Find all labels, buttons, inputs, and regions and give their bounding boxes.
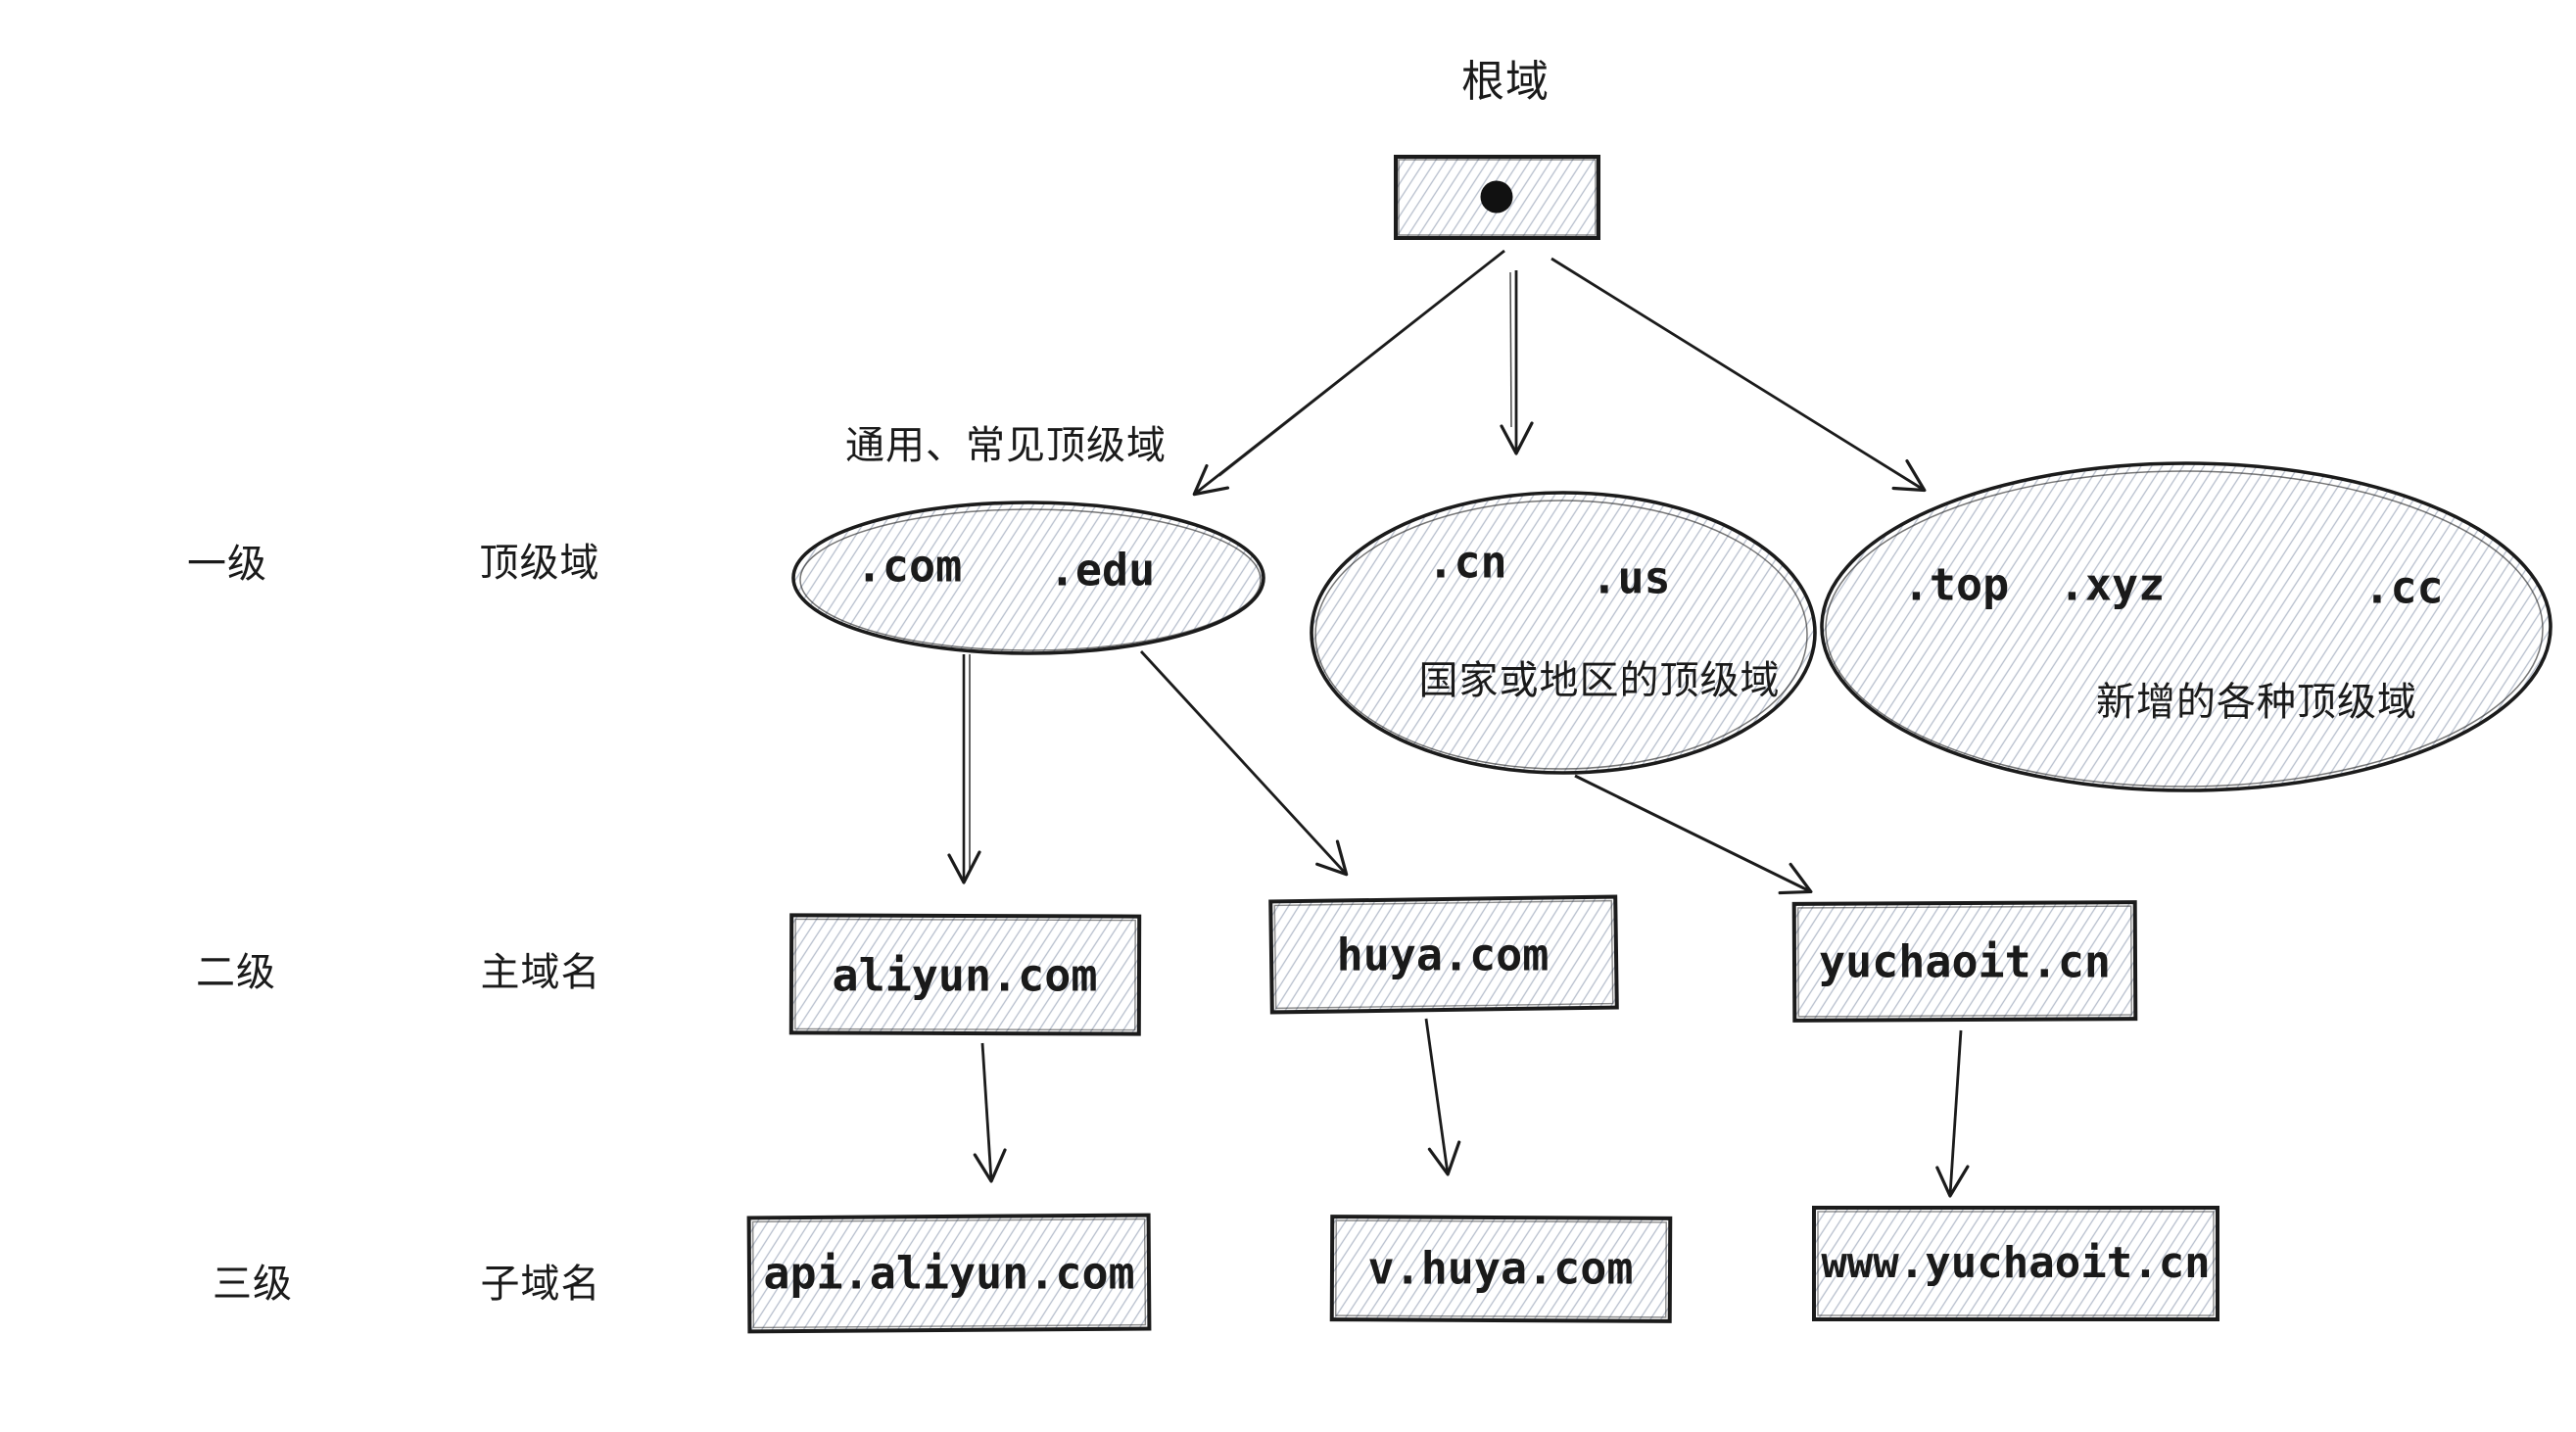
box-www-yuchaoit [1812,1206,2219,1321]
root-domain-node [1394,155,1600,240]
arrow-aliyun-to-api [973,1042,1007,1183]
main-domain-huya-label: huya.com [1336,929,1550,981]
root-dot-icon [1480,180,1513,214]
arrow-root-to-country-tld-sketch-pass [1509,271,1512,428]
row-label-category-2: 主域名 [480,951,601,994]
row-label-level-1: 一级 [187,543,267,586]
box-api-aliyun [746,1213,1152,1334]
arrow-generic-tld-to-huya [1139,650,1349,877]
box-huya [1268,894,1619,1015]
new-tld-caption: 新增的各种顶级域 [2096,681,2417,724]
ellipse-country-tld [1310,491,1817,775]
tld-com-label: .com [855,540,963,593]
box-yuchaoit [1791,900,2138,1023]
country-tld-caption: 国家或地区的顶级域 [1418,659,1781,702]
arrow-yuchaoit-to-www [1935,1029,1970,1198]
row-label-level-3: 三级 [213,1263,293,1306]
ellipse-new-tld [1820,461,2552,792]
arrow-huya-to-vhuya [1424,1018,1461,1176]
box-v-huya [1329,1215,1673,1323]
sub-domain-www-yuchaoit-label: www.yuchaoit.cn [1821,1238,2211,1288]
row-label-category-3: 子域名 [480,1263,601,1306]
arrow-root-to-new-tld [1550,257,1927,493]
tld-edu-label: .edu [1048,544,1156,597]
sub-domain-api-aliyun-label: api.aliyun.com [763,1247,1135,1300]
generic-tld-note: 通用、常见顶级域 [845,424,1167,467]
arrow-country-tld-to-yuchaoit [1574,774,1813,895]
tld-top-label: .top [1902,558,2010,611]
root-domain-box-sketch-pass [1398,159,1597,236]
main-domain-aliyun-label: aliyun.com [832,949,1098,1002]
tld-us-label: .us [1591,551,1671,604]
sub-domain-v-huya-label: v.huya.com [1367,1242,1634,1295]
tld-cn-label: .cn [1427,536,1507,589]
box-aliyun [788,913,1142,1036]
arrow-root-to-generic-tld-sketch-pass [1218,254,1501,477]
main-domain-yuchaoit-label: yuchaoit.cn [1818,935,2112,988]
row-label-level-2: 二级 [196,951,276,994]
row-label-category-1: 顶级域 [479,542,600,585]
root-domain-label: 根域 [1461,58,1550,106]
ellipse-generic-tld [791,501,1265,655]
tld-cc-label: .cc [2363,561,2444,614]
tld-xyz-label: .xyz [2058,558,2166,611]
